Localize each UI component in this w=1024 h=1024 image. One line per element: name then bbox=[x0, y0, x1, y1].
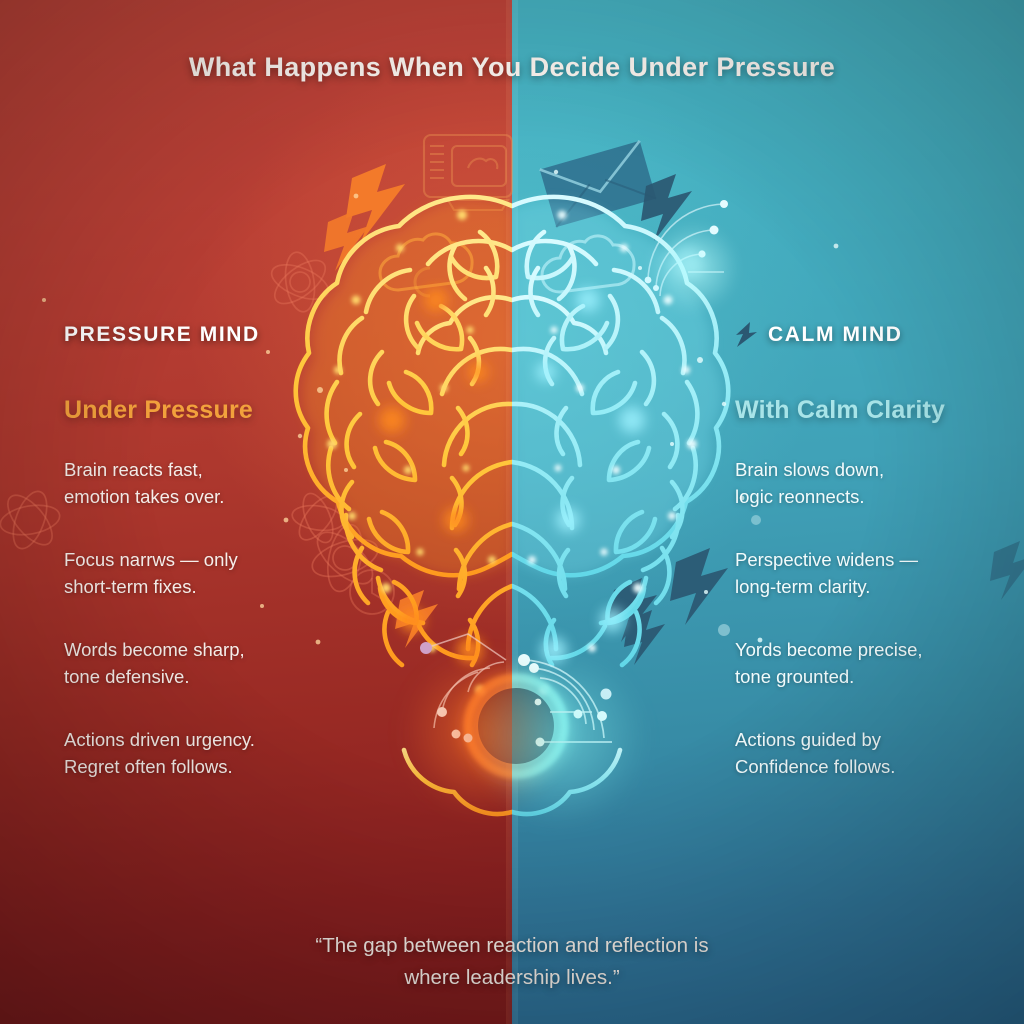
pressure-column: PRESSURE MIND Under Pressure Brain react… bbox=[64, 322, 364, 780]
calm-kicker-label: CALM MIND bbox=[768, 323, 903, 346]
list-item: Actions driven urgency. Regret often fol… bbox=[64, 729, 255, 777]
lightning-bolt-icon bbox=[736, 322, 757, 347]
pressure-subhead: Under Pressure bbox=[64, 396, 253, 424]
center-divider bbox=[506, 0, 518, 1024]
list-item: Perspective widens — long-term clarity. bbox=[735, 549, 919, 597]
calm-column: CALM MIND With Calm Clarity Brain slows … bbox=[735, 322, 1024, 780]
list-item: Brain slows down, logic reonnects. bbox=[735, 459, 885, 507]
page-title: What Happens When You Decide Under Press… bbox=[188, 52, 836, 82]
footer-quote: “The gap between reaction and reflection… bbox=[315, 934, 709, 989]
list-item: Yords become precise, tone grounted. bbox=[735, 639, 923, 687]
calm-points-list: Brain slows down, logic reonnects. Persp… bbox=[735, 457, 1024, 780]
calm-subhead: With Calm Clarity bbox=[735, 396, 946, 424]
pressure-kicker: PRESSURE MIND bbox=[64, 322, 364, 348]
pressure-kicker-label: PRESSURE MIND bbox=[64, 323, 260, 346]
calm-kicker: CALM MIND bbox=[735, 322, 1024, 348]
list-item: Focus narrws — only short-term fixes. bbox=[64, 549, 238, 597]
list-item: Words become sharp, tone defensive. bbox=[64, 639, 245, 687]
list-item: Actions guided by Confidence follows. bbox=[735, 729, 896, 777]
list-item: Brain reacts fast, emotion takes over. bbox=[64, 459, 225, 507]
pressure-points-list: Brain reacts fast, emotion takes over. F… bbox=[64, 457, 364, 780]
